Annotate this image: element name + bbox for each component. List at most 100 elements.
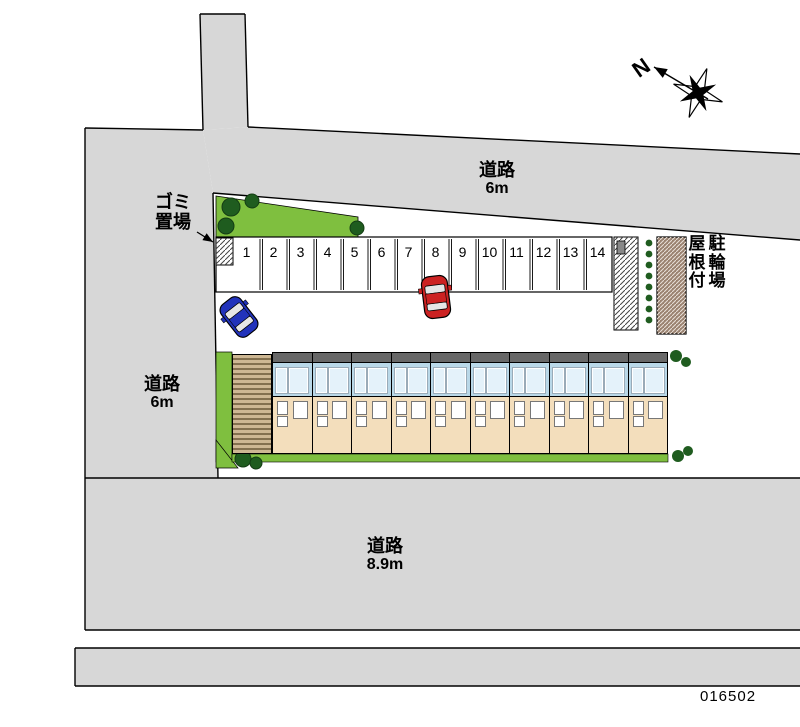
parking-stall-lines bbox=[259, 239, 587, 290]
apartment-unit bbox=[509, 353, 549, 453]
window-large bbox=[368, 368, 387, 393]
balcony-window-band bbox=[431, 363, 470, 397]
roof-strip bbox=[628, 353, 667, 363]
fixture-sink bbox=[514, 416, 525, 427]
road-top-diagonal bbox=[203, 127, 800, 240]
compass: N bbox=[627, 53, 723, 118]
road-top-left bbox=[200, 14, 248, 130]
parking-space-number: 10 bbox=[481, 244, 498, 260]
fixture-toilet bbox=[395, 401, 407, 415]
balcony-window-band bbox=[589, 363, 628, 397]
apartment-unit bbox=[627, 353, 667, 453]
apartment-unit bbox=[588, 353, 628, 453]
parking-space-number: 14 bbox=[589, 244, 606, 260]
parking-space-number: 8 bbox=[431, 244, 440, 260]
bicycle-parking bbox=[656, 236, 687, 335]
window-small bbox=[394, 368, 406, 393]
window-large bbox=[407, 368, 427, 393]
fixture-sink bbox=[316, 416, 328, 427]
balcony-window-band bbox=[628, 363, 667, 397]
plan-id: 016502 bbox=[700, 688, 757, 705]
window-small bbox=[473, 368, 485, 393]
tree bbox=[249, 456, 263, 470]
roof-strip bbox=[470, 353, 509, 363]
balcony-window-band bbox=[391, 363, 430, 397]
unit-room bbox=[510, 397, 549, 453]
fixture-bath bbox=[569, 401, 584, 419]
window-large bbox=[486, 368, 506, 393]
fixture-bath bbox=[450, 401, 466, 419]
apartment-unit bbox=[273, 353, 312, 453]
parking-space-number: 4 bbox=[323, 244, 332, 260]
fixture-sink bbox=[395, 416, 407, 427]
window-large bbox=[289, 368, 308, 393]
parking-space-number: 7 bbox=[404, 244, 413, 260]
tree bbox=[217, 217, 235, 235]
parking-space-number: 1 bbox=[242, 244, 251, 260]
roof-strip bbox=[352, 353, 391, 363]
apartment-unit bbox=[311, 353, 351, 453]
road-left bbox=[85, 128, 218, 478]
apartment-building bbox=[272, 352, 668, 454]
garbage-label-line1: ゴミ bbox=[155, 192, 191, 212]
fixture-toilet bbox=[474, 401, 486, 415]
balcony-window-band bbox=[352, 363, 391, 397]
parking-space-number: 9 bbox=[458, 244, 467, 260]
building-landscaping bbox=[215, 350, 693, 470]
fixture-toilet bbox=[514, 401, 525, 415]
window-large bbox=[605, 368, 624, 393]
unit-room bbox=[549, 397, 588, 453]
fixture-sink bbox=[632, 416, 644, 427]
fixture-toilet bbox=[593, 401, 604, 415]
walkway-strip bbox=[613, 236, 639, 331]
parking-space-number: 2 bbox=[269, 244, 278, 260]
roof-strip bbox=[431, 353, 470, 363]
balcony-window-band bbox=[549, 363, 588, 397]
bush-row bbox=[645, 239, 653, 324]
roof-strip bbox=[391, 353, 430, 363]
fixture-bath bbox=[371, 401, 387, 419]
fixture-bath bbox=[490, 401, 505, 419]
window-small bbox=[315, 368, 327, 393]
window-large bbox=[447, 368, 466, 393]
window-small bbox=[552, 368, 564, 393]
parking-lot bbox=[196, 231, 613, 293]
window-large bbox=[565, 368, 585, 393]
fixture-sink bbox=[356, 416, 367, 427]
fixture-toilet bbox=[277, 401, 288, 415]
road-width: 8.9m bbox=[366, 556, 404, 574]
balcony-window-band bbox=[273, 363, 312, 397]
unit-room bbox=[391, 397, 430, 453]
north-label: N bbox=[627, 53, 654, 83]
window-large bbox=[526, 368, 545, 393]
bicycle-parking-label-col1: 屋根付 bbox=[688, 234, 706, 291]
unit-room bbox=[273, 397, 312, 453]
road-label-left: 道路 6m bbox=[132, 374, 192, 412]
meter-box bbox=[616, 240, 626, 255]
garbage-label: ゴミ 置場 bbox=[151, 192, 195, 232]
unit-room bbox=[628, 397, 667, 453]
fixture-bath bbox=[608, 401, 624, 419]
tree bbox=[349, 220, 365, 236]
roof-strip bbox=[273, 353, 312, 363]
parking-space-number: 12 bbox=[535, 244, 552, 260]
roof-strip bbox=[510, 353, 549, 363]
fixture-toilet bbox=[356, 401, 367, 415]
window-small bbox=[355, 368, 366, 393]
fixture-bath bbox=[529, 401, 545, 419]
window-small bbox=[592, 368, 603, 393]
road-label-bottom: 道路 8.9m bbox=[345, 536, 425, 574]
road-width: 6m bbox=[150, 394, 174, 412]
fixture-bath bbox=[648, 401, 663, 419]
fixture-toilet bbox=[316, 401, 328, 415]
tree bbox=[221, 197, 241, 217]
apartment-unit bbox=[430, 353, 470, 453]
parking-space-number: 5 bbox=[350, 244, 359, 260]
bush bbox=[681, 357, 691, 367]
parking-space-number: 6 bbox=[377, 244, 386, 260]
garbage-label-line2: 置場 bbox=[155, 212, 191, 233]
unit-room bbox=[431, 397, 470, 453]
